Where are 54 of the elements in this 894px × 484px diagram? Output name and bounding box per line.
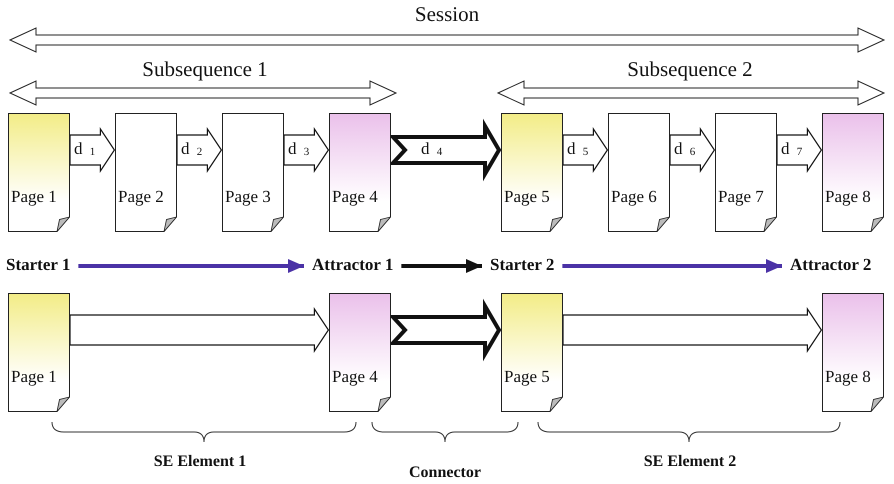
- page-label: Page 8: [825, 367, 871, 387]
- document-page: [329, 293, 391, 412]
- block-arrow: [69, 307, 330, 353]
- stage-label: Starter 2: [490, 255, 554, 275]
- block-arrow: [562, 127, 608, 173]
- edge-label: d $_{3}$: [288, 139, 310, 160]
- document-page: [8, 113, 70, 232]
- page-label: Page 8: [825, 187, 871, 207]
- span-label: Session: [414, 3, 480, 25]
- block-arrow: [776, 127, 822, 173]
- span-label: Subsequence 2: [627, 58, 753, 80]
- page-label: Page 7: [718, 187, 764, 207]
- edge-label: d $_{2}$: [181, 139, 202, 160]
- edge-label: d $_{1}$: [74, 139, 96, 160]
- span-label: Subsequence 1: [142, 58, 268, 80]
- block-arrow: [388, 118, 502, 182]
- stage-label: Starter 1: [6, 255, 70, 275]
- document-page: [608, 113, 670, 232]
- document-page: [715, 113, 777, 232]
- page-label: Page 2: [118, 187, 164, 207]
- edge-label: d $_{5}$: [567, 139, 588, 160]
- page-label: Page 3: [225, 187, 271, 207]
- document-page: [822, 113, 884, 232]
- block-arrow: [176, 127, 222, 173]
- block-arrow: [69, 127, 116, 173]
- page-label: Page 5: [504, 187, 550, 207]
- document-page: [8, 293, 70, 412]
- document-page: [222, 113, 284, 232]
- edge-label: d $_{6}$: [674, 139, 696, 160]
- document-page: [115, 113, 177, 232]
- stage-label: Attractor 1: [312, 255, 394, 275]
- page-label: Page 4: [332, 187, 378, 207]
- document-page: [501, 113, 563, 232]
- edge-label: d $_{7}$: [781, 139, 802, 160]
- arrow: [562, 259, 782, 273]
- page-label: Page 1: [11, 367, 57, 387]
- arrow: [401, 259, 482, 273]
- page-label: Page 4: [332, 367, 378, 387]
- block-arrow: [562, 307, 822, 353]
- document-page: [501, 293, 563, 412]
- block-arrow: [669, 127, 716, 173]
- page-label: Page 5: [504, 367, 550, 387]
- block-arrow: [283, 127, 330, 173]
- page-label: Page 1: [11, 187, 57, 207]
- brace-label: Connector: [409, 463, 481, 483]
- document-page: [329, 113, 391, 232]
- stage-label: Attractor 2: [790, 255, 872, 275]
- brace-label: SE Element 1: [154, 452, 246, 472]
- brace-label: SE Element 2: [644, 452, 736, 472]
- block-arrow: [388, 298, 502, 362]
- document-page: [822, 293, 884, 412]
- page-label: Page 6: [611, 187, 657, 207]
- edge-label: d $_{4}$: [421, 139, 442, 160]
- arrow: [78, 259, 304, 273]
